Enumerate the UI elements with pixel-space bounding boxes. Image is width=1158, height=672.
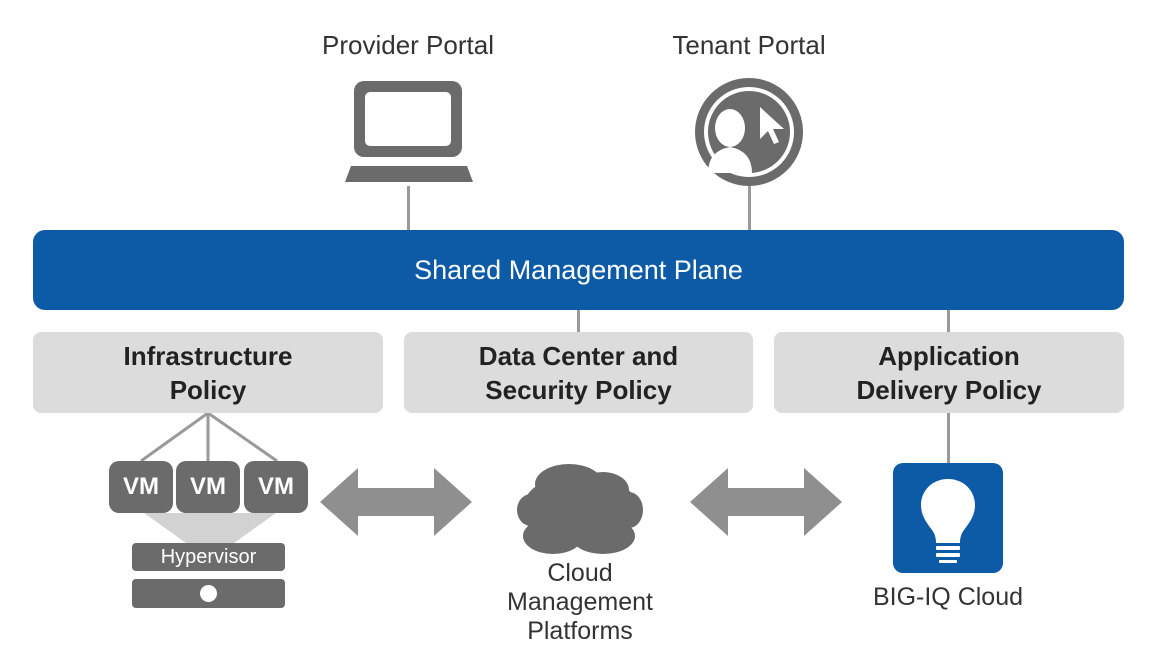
bigiq-connector (947, 413, 950, 463)
vm-funnel (144, 513, 276, 543)
infrastructure-policy-line2: Policy (169, 374, 247, 405)
user-cursor-icon (695, 78, 803, 186)
bigiq-label: BIG-IQ Cloud (872, 583, 1024, 611)
cloud-icon (517, 464, 643, 554)
shared-management-plane: Shared Management Plane (33, 230, 1124, 310)
tenant-connector (748, 186, 751, 230)
datacenter-policy-line1: Data Center and (478, 340, 679, 371)
server-led-icon (200, 585, 217, 602)
server-base (132, 579, 285, 608)
provider-portal-label: Provider Portal (322, 30, 494, 60)
vm-box-1: VM (109, 461, 173, 513)
application-policy-box: Application Delivery Policy (774, 332, 1124, 413)
lightbulb-icon (893, 463, 1003, 573)
application-connector (947, 310, 950, 332)
tenant-portal-label: Tenant Portal (672, 30, 826, 60)
vm-box-3: VM (244, 461, 308, 513)
cloud-label-line3: Platforms (527, 617, 633, 645)
cloud-label-line2: Management (507, 588, 653, 616)
infrastructure-policy-box: Infrastructure Policy (33, 332, 383, 413)
cloud-label-line1: Cloud (547, 559, 613, 587)
datacenter-policy-line2: Security Policy (485, 374, 672, 405)
vm-tree-lines (140, 413, 278, 463)
hypervisor-label: Hypervisor (160, 545, 257, 568)
application-policy-line1: Application (878, 340, 1020, 371)
vm-box-2: VM (176, 461, 240, 513)
datacenter-connector (577, 310, 580, 332)
vm-label: VM (123, 473, 159, 500)
datacenter-policy-box: Data Center and Security Policy (404, 332, 753, 413)
double-arrow-icon (690, 468, 842, 536)
vm-label: VM (258, 473, 294, 500)
provider-connector (407, 186, 410, 230)
double-arrow-icon (320, 468, 472, 536)
application-policy-line2: Delivery Policy (856, 374, 1042, 405)
hypervisor-bar: Hypervisor (132, 543, 285, 571)
laptop-icon (345, 81, 473, 182)
vm-label: VM (190, 473, 226, 500)
cloud-platforms-label: Cloud Management Platforms (480, 559, 680, 646)
plane-label: Shared Management Plane (414, 254, 743, 285)
infrastructure-policy-line1: Infrastructure (123, 340, 293, 371)
